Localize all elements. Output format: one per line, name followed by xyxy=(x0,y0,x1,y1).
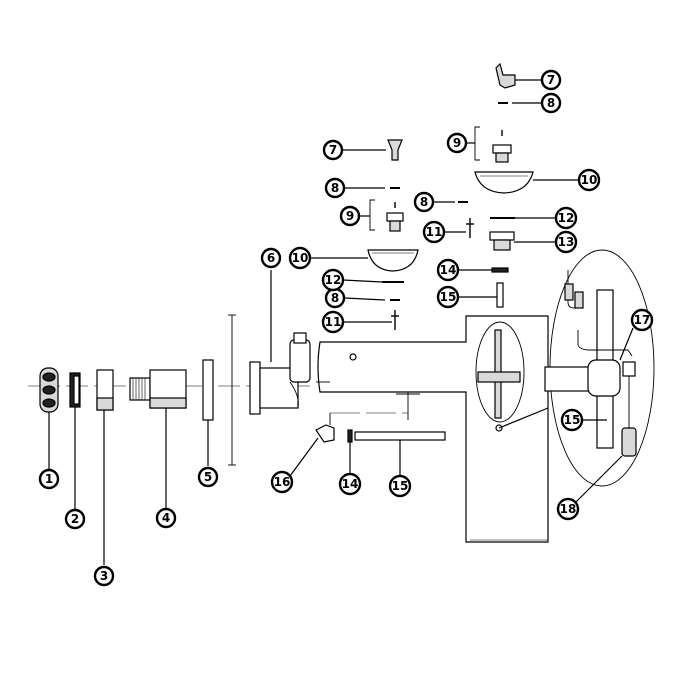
callout-1-label: 1 xyxy=(45,472,53,486)
callout-12-right-label: 12 xyxy=(558,211,575,225)
callout-7-left-label: 7 xyxy=(329,143,337,157)
callout-8-top-right-label: 8 xyxy=(547,96,555,110)
callout-16: 16 xyxy=(270,470,294,494)
lower-fittings xyxy=(289,392,446,477)
callout-13-label: 13 xyxy=(558,235,575,249)
callout-8-left-lower: 8 xyxy=(324,287,346,309)
callout-10-left: 10 xyxy=(288,246,312,270)
right-valve-stack xyxy=(433,62,578,308)
callout-9-right-label: 9 xyxy=(453,136,461,150)
part-4-threaded-spout xyxy=(129,369,187,508)
callout-7-left: 7 xyxy=(322,139,344,161)
callout-15-top: 15 xyxy=(436,285,460,309)
callout-10-right-label: 10 xyxy=(581,173,598,187)
callout-15-detail-label: 15 xyxy=(564,413,581,427)
callout-12-left: 12 xyxy=(321,268,345,292)
part-3-collar xyxy=(96,369,114,565)
callout-3-label: 3 xyxy=(100,569,108,583)
callout-10-left-label: 10 xyxy=(292,251,309,265)
callout-3: 3 xyxy=(93,565,115,587)
callout-4: 4 xyxy=(155,507,177,529)
callout-13: 13 xyxy=(554,230,578,254)
callout-8-mid-label: 8 xyxy=(420,195,428,209)
main-housing xyxy=(316,315,549,543)
callout-2: 2 xyxy=(64,508,86,530)
callout-17: 17 xyxy=(630,308,654,332)
callout-1: 1 xyxy=(38,468,60,490)
callout-8-top-right: 8 xyxy=(540,92,562,114)
callout-8-left-lower-label: 8 xyxy=(331,291,339,305)
callout-9-right: 9 xyxy=(446,132,468,154)
part-2-ring xyxy=(69,372,81,510)
part-1-faceplate xyxy=(39,367,59,470)
callout-4-label: 4 xyxy=(162,511,170,525)
callout-5: 5 xyxy=(197,466,219,488)
callout-16-label: 16 xyxy=(274,475,291,489)
callout-14-bottom: 14 xyxy=(338,472,362,496)
callout-7-right-label: 7 xyxy=(547,73,555,87)
callout-8-left-upper: 8 xyxy=(324,177,346,199)
callout-9-left-label: 9 xyxy=(346,209,354,223)
callout-15-top-label: 15 xyxy=(440,290,457,304)
part-5-gasket xyxy=(202,359,214,466)
callout-17-label: 17 xyxy=(634,313,651,327)
callout-15-detail: 15 xyxy=(560,408,584,432)
callout-14-top: 14 xyxy=(436,258,460,282)
callout-15-bottom-label: 15 xyxy=(392,479,409,493)
callout-15-bottom: 15 xyxy=(388,474,412,498)
callout-9-left: 9 xyxy=(339,205,361,227)
callout-8-left-upper-label: 8 xyxy=(331,181,339,195)
detail-view xyxy=(544,249,655,503)
callout-14-bottom-label: 14 xyxy=(342,477,359,491)
callout-7-right: 7 xyxy=(540,69,562,91)
callout-18: 18 xyxy=(556,497,580,521)
callout-11-left-label: 11 xyxy=(325,315,342,329)
callout-18-label: 18 xyxy=(560,502,577,516)
callout-11-right: 11 xyxy=(422,220,446,244)
callout-14-top-label: 14 xyxy=(440,263,457,277)
callout-6: 6 xyxy=(260,247,282,269)
callout-6-label: 6 xyxy=(267,251,275,265)
callout-11-right-label: 11 xyxy=(426,225,443,239)
part-6-valve-body xyxy=(249,270,311,415)
callout-8-mid: 8 xyxy=(413,191,435,213)
callout-12-right: 12 xyxy=(554,206,578,230)
callout-12-left-label: 12 xyxy=(325,273,342,287)
callout-11-left: 11 xyxy=(321,310,345,334)
callout-10-right: 10 xyxy=(577,168,601,192)
callout-5-label: 5 xyxy=(204,470,212,484)
callout-2-label: 2 xyxy=(71,512,79,526)
left-valve-stack xyxy=(310,139,419,330)
